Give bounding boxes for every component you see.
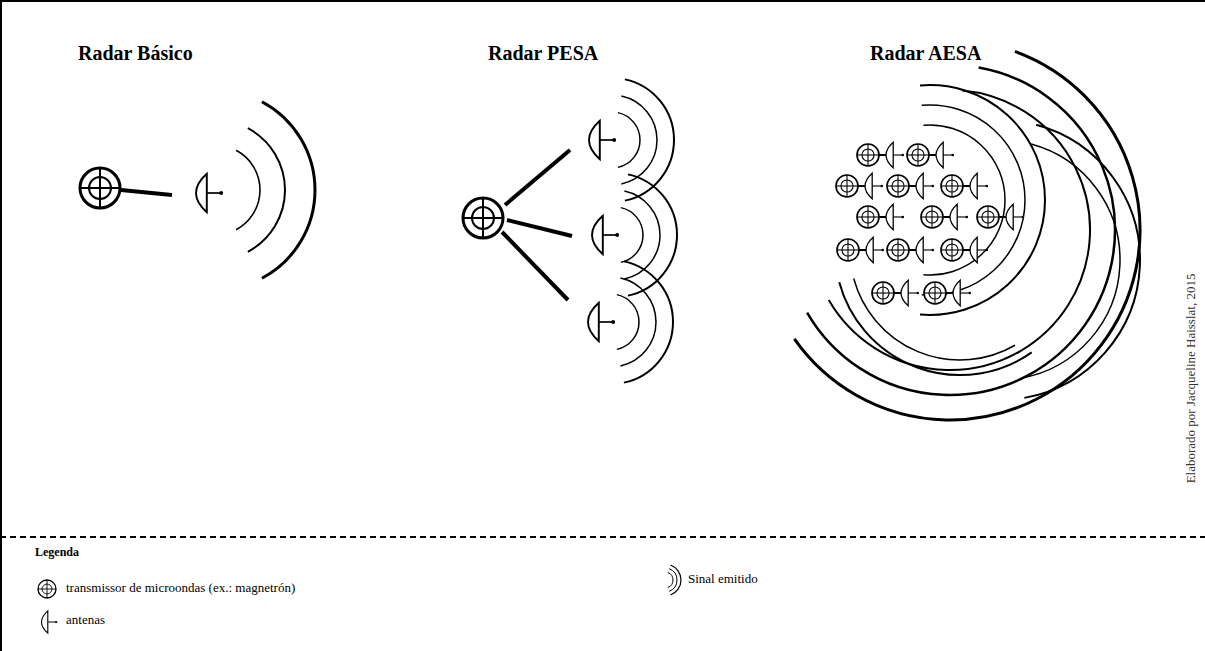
feed-line — [502, 232, 568, 300]
aesa-module — [907, 142, 954, 168]
legend-text: transmissor de microondas (ex.: magnetró… — [66, 581, 295, 596]
aesa-module — [857, 204, 904, 230]
signal-arc — [668, 572, 673, 587]
signal-arc — [248, 128, 285, 252]
antenna-symbol — [589, 121, 616, 159]
aesa-module — [924, 280, 971, 306]
signal-arc — [854, 278, 1015, 360]
signal-arc — [1024, 125, 1140, 398]
transmitter-symbol — [941, 239, 963, 261]
transmitter-symbol — [887, 175, 909, 197]
signal-arc — [624, 191, 660, 279]
aesa-module — [921, 204, 968, 230]
aesa-array — [836, 142, 1024, 306]
legend-text: antenas — [66, 613, 105, 628]
legend-antenna-sample — [42, 611, 58, 633]
aesa-module — [872, 280, 919, 306]
signal-arc — [1021, 144, 1120, 378]
aesa-module — [941, 237, 988, 263]
diagram-title: Radar AESA — [870, 42, 981, 65]
aesa-module — [887, 237, 934, 263]
signal-arc — [829, 91, 1090, 370]
antenna-symbol — [953, 280, 971, 306]
feed-line — [505, 150, 570, 205]
feed-line — [507, 220, 572, 236]
legend-transmitter-sample — [38, 580, 56, 598]
antenna-symbol — [970, 237, 988, 263]
transmitter-symbol — [924, 282, 946, 304]
signal-arc — [670, 565, 681, 595]
transmitter-symbol — [836, 175, 858, 197]
signal-arc — [839, 282, 1031, 375]
signal-arc — [617, 295, 639, 350]
signal-arc — [618, 113, 640, 168]
antenna-symbol — [866, 237, 884, 263]
signal-arc — [621, 96, 657, 184]
transmitter-symbol — [463, 198, 503, 238]
signal-arc — [669, 569, 677, 592]
signal-arc — [922, 105, 1025, 295]
transmitter-symbol — [80, 168, 120, 208]
transmitter-symbol — [857, 144, 879, 166]
feed-line — [121, 190, 172, 195]
signal-arc — [620, 278, 656, 366]
signal-arc — [807, 68, 1115, 395]
diagram-title: Radar Básico — [78, 42, 193, 65]
transmitter-symbol — [837, 239, 859, 261]
aesa-module — [836, 173, 883, 199]
antenna-symbol — [1006, 204, 1024, 230]
signal-arc — [920, 85, 1045, 315]
antenna-symbol — [196, 174, 223, 212]
antenna-symbol — [592, 216, 619, 254]
aesa-module — [941, 173, 988, 199]
transmitter-symbol — [887, 239, 909, 261]
legend-divider — [0, 536, 1205, 538]
transmitter-symbol — [857, 206, 879, 228]
antenna-symbol — [950, 204, 968, 230]
antenna-symbol — [916, 237, 934, 263]
antenna-symbol — [865, 173, 883, 199]
signal-arc — [621, 208, 643, 263]
transmitter-symbol — [941, 175, 963, 197]
antenna-symbol — [936, 142, 954, 168]
author-credit: Elaborado por Jacqueline Haisslat, 2015 — [1184, 273, 1199, 483]
legend-text: Sinal emitido — [688, 572, 758, 587]
diagram-title: Radar PESA — [488, 42, 598, 65]
antenna-symbol — [886, 142, 904, 168]
transmitter-symbol — [977, 206, 999, 228]
aesa-module — [837, 237, 884, 263]
antenna-symbol — [901, 280, 919, 306]
transmitter-symbol — [907, 144, 929, 166]
legend-heading: Legenda — [35, 546, 79, 560]
signal-arcs — [236, 51, 1140, 595]
antenna-symbol — [916, 173, 934, 199]
transmitter-symbol — [921, 206, 943, 228]
aesa-module — [887, 173, 934, 199]
signal-arc — [923, 125, 1005, 275]
signal-arc — [628, 174, 677, 295]
aesa-module — [857, 142, 904, 168]
antenna-symbol — [970, 173, 988, 199]
signal-arc — [236, 150, 260, 229]
signal-arc — [794, 51, 1140, 420]
antenna-symbol — [886, 204, 904, 230]
signal-arc — [262, 102, 315, 279]
antenna-symbol — [588, 303, 615, 341]
signal-arc — [624, 261, 673, 382]
transmitter-symbol — [872, 282, 894, 304]
aesa-module — [977, 204, 1024, 230]
